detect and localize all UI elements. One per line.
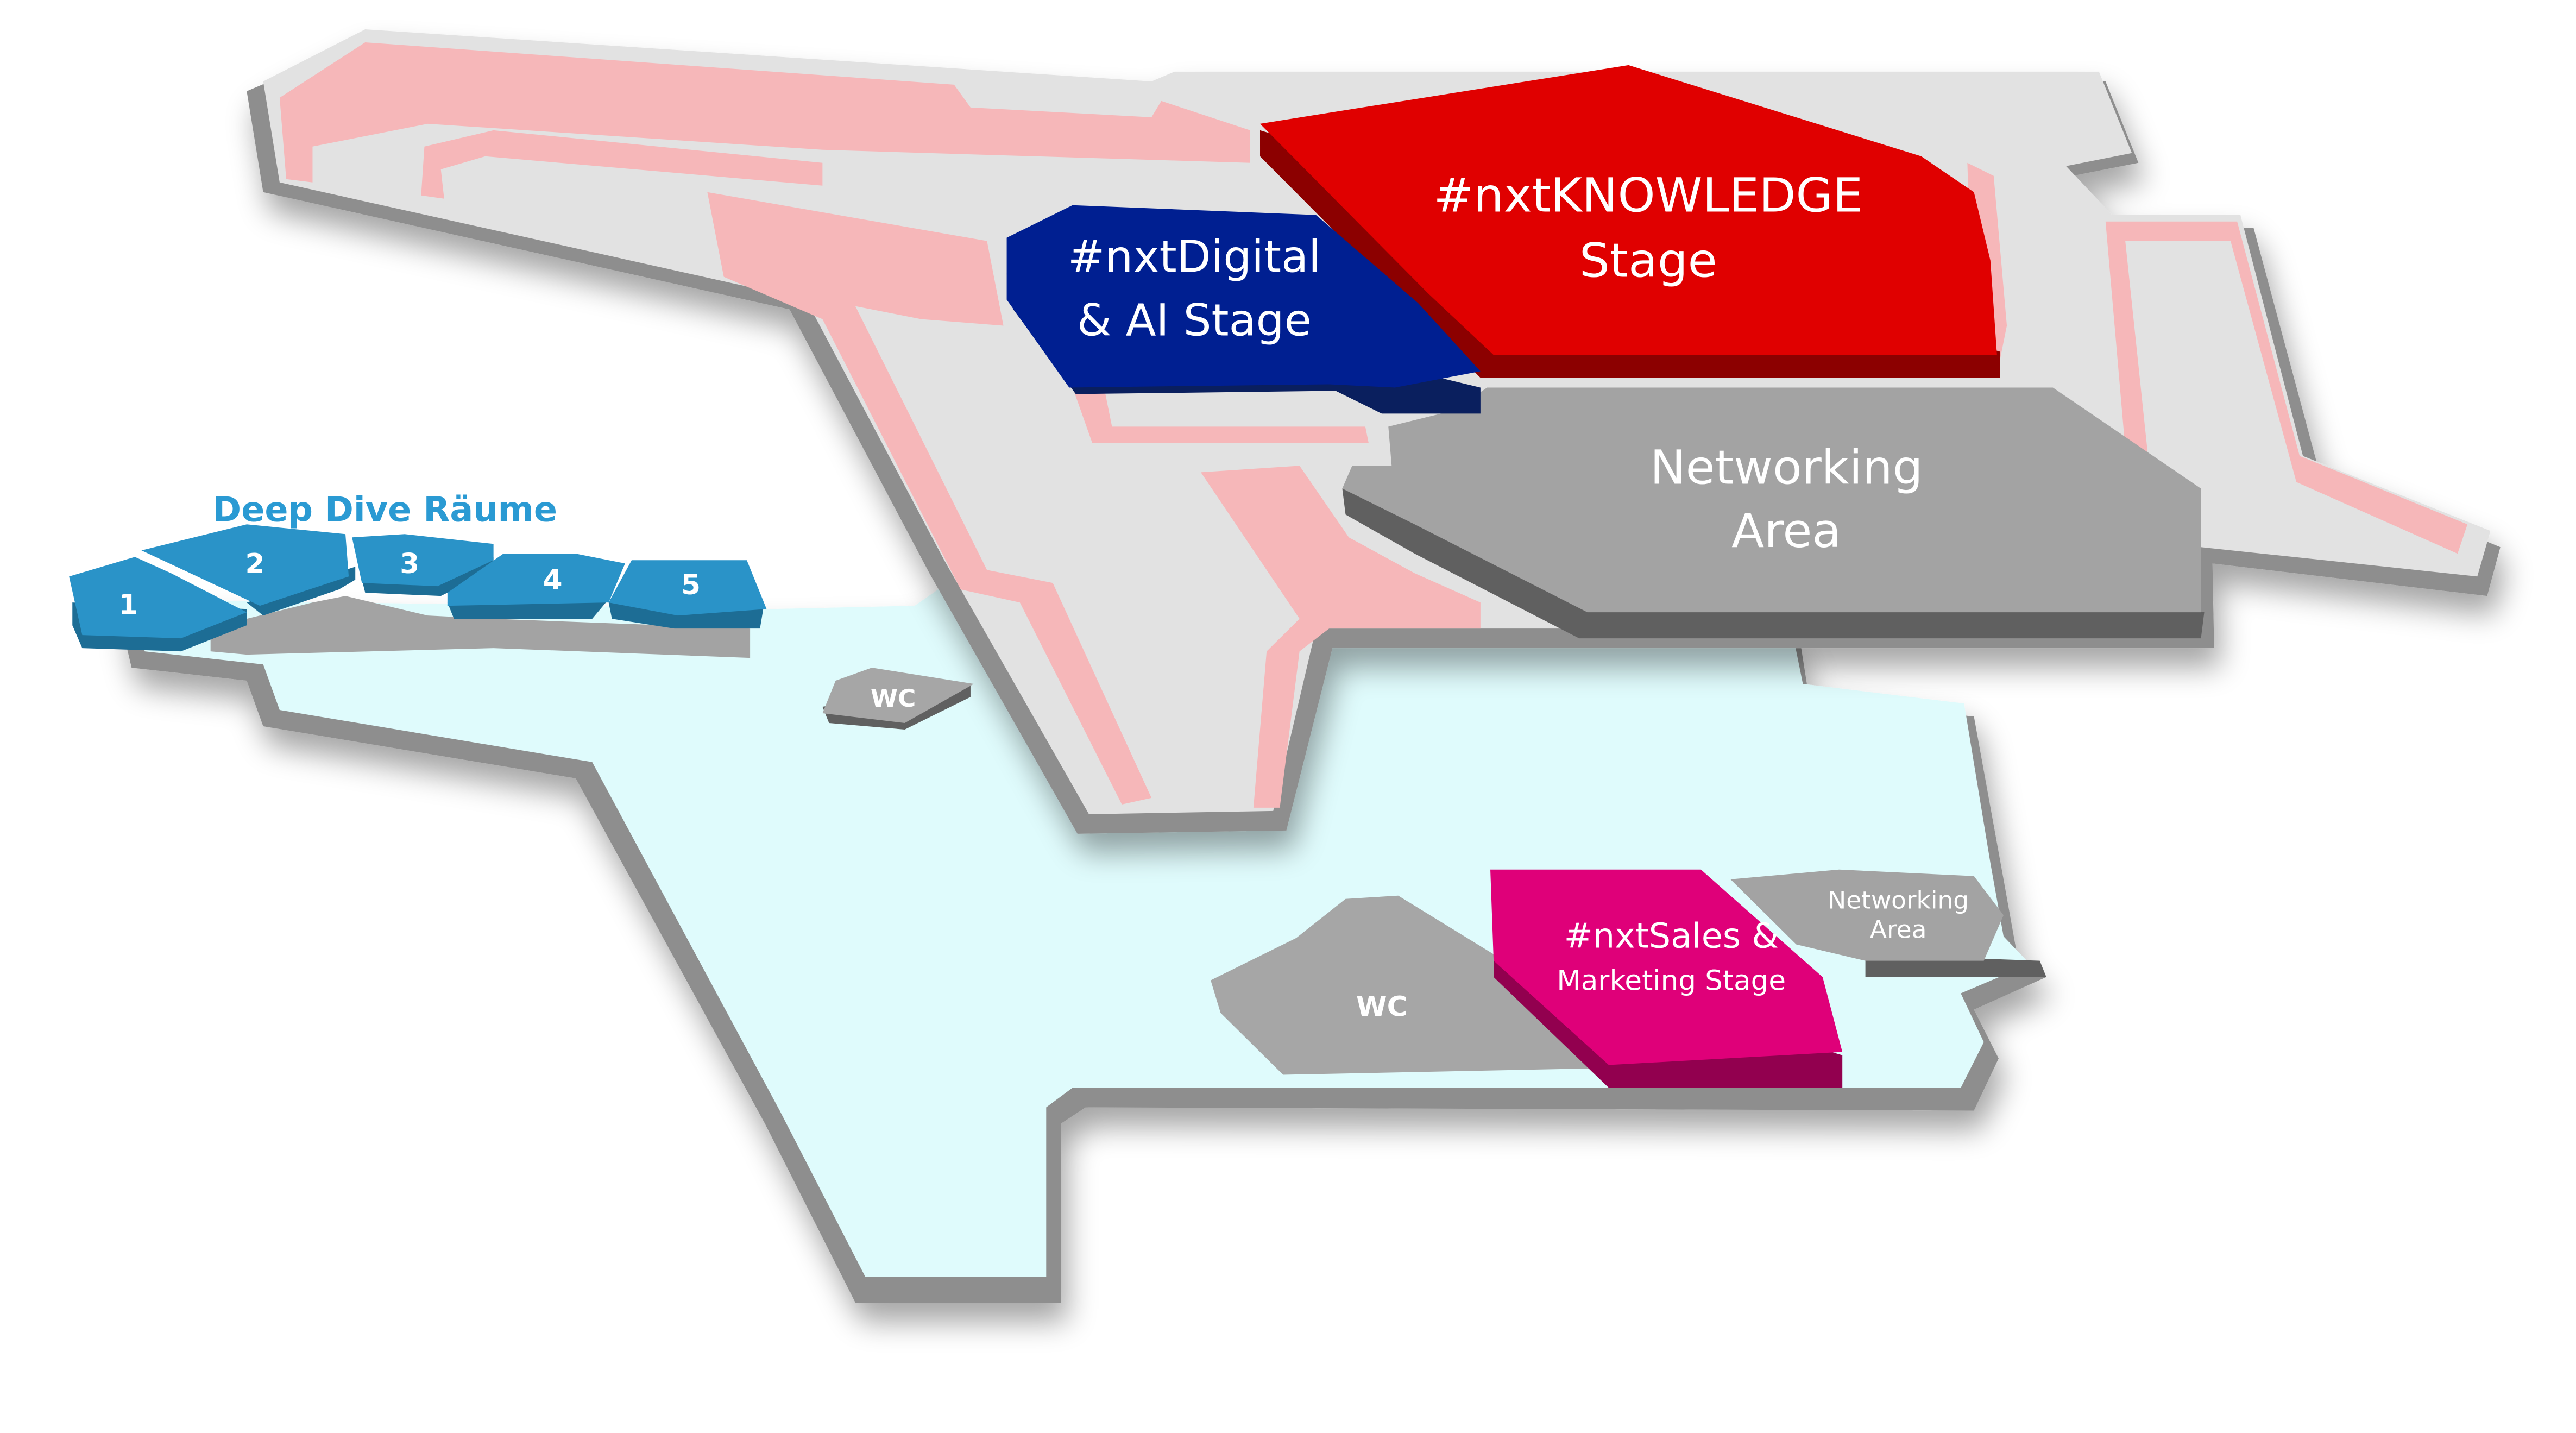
corridor-west — [421, 130, 823, 199]
sales-stage-top — [1490, 869, 1843, 1065]
wc-upper[interactable]: WC — [822, 668, 974, 730]
networking-area-small[interactable]: Networking Area — [1730, 869, 2046, 977]
networking-small-label-2: Area — [1870, 915, 1927, 944]
deep-dive-room-1-label: 1 — [118, 588, 138, 621]
knowledge-stage-label-1: #nxtKNOWLEDGE — [1434, 168, 1863, 223]
corridor-center — [707, 192, 1152, 805]
deep-dive-room-5[interactable] — [608, 560, 767, 616]
lower-hall-floor — [131, 560, 2030, 1277]
digital-stage-top — [1006, 205, 1481, 388]
digital-stage-label-1: #nxtDigital — [1068, 231, 1321, 283]
wc-upper-label: WC — [871, 684, 916, 713]
deep-dive-room-2-label: 2 — [245, 548, 265, 580]
deep-dive-room-2[interactable] — [141, 524, 349, 606]
deep-dive-corridor-floor — [210, 596, 751, 658]
networking-main-label-2: Area — [1731, 504, 1841, 558]
networking-main-top — [1342, 387, 2201, 613]
deep-dive-room-3-label: 3 — [400, 548, 419, 580]
sales-stage-label-1: #nxtSales & — [1564, 916, 1779, 956]
digital-stage-label-2: & AI Stage — [1077, 295, 1312, 347]
deep-dive-corridor — [210, 596, 751, 658]
deep-dive-room-1[interactable] — [69, 557, 247, 639]
deep-dive-room-5-label: 5 — [681, 569, 701, 601]
deep-dive-room-4-label: 4 — [543, 564, 563, 596]
sales-stage[interactable]: #nxtSales & Marketing Stage — [1490, 869, 1843, 1088]
sales-stage-label-2: Marketing Stage — [1557, 965, 1786, 997]
corridor-mid — [1069, 378, 1369, 443]
networking-small-top — [1730, 869, 2004, 961]
knowledge-stage: #nxtKNOWLEDGE Stage — [1260, 65, 2000, 378]
corridor-north — [279, 42, 1250, 183]
digital-stage: #nxtDigital & AI Stage — [1006, 205, 1481, 414]
wc-upper-shape — [822, 668, 974, 723]
lower-hall — [118, 560, 2046, 1303]
networking-main-label-1: Networking — [1650, 440, 1923, 495]
wc-lower-shape — [1211, 895, 1599, 1075]
wc-lower[interactable]: WC — [1211, 895, 1599, 1075]
deep-dive-room-3[interactable] — [352, 534, 494, 587]
networking-small-label-1: Networking — [1828, 886, 1969, 915]
knowledge-stage-top — [1260, 65, 1997, 355]
wc-lower-label: WC — [1356, 991, 1408, 1023]
deep-dive-room-4[interactable] — [447, 554, 625, 606]
deep-dive-title: Deep Dive Räume — [212, 489, 557, 530]
networking-area-main: Networking Area — [1342, 387, 2205, 639]
corridor-south — [1200, 466, 1481, 808]
knowledge-stage-label-2: Stage — [1579, 233, 1717, 288]
deep-dive-rooms: 1 2 3 4 5 — [69, 524, 767, 652]
